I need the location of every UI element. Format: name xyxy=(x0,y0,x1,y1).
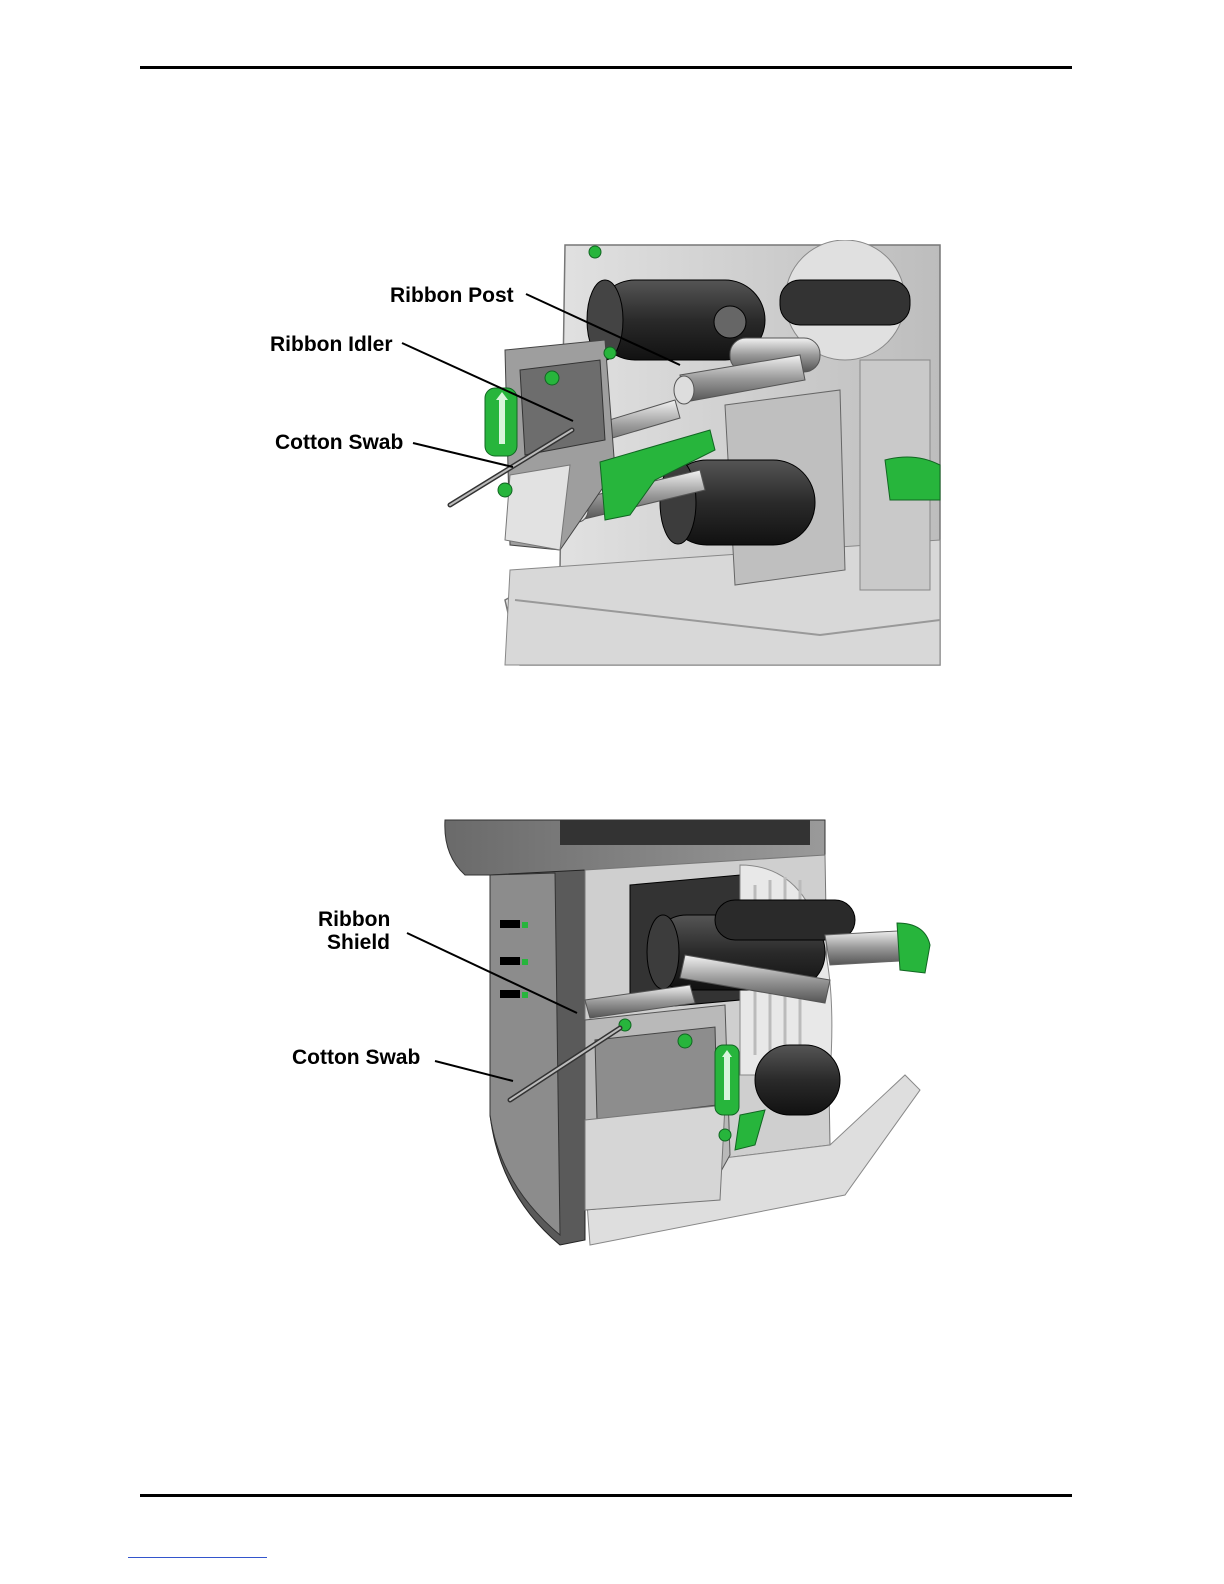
label-ribbon-post: Ribbon Post xyxy=(390,284,514,307)
printer-illustration-1: Ribbon Post Ribbon Idler Cotton Swab xyxy=(260,240,950,670)
label-cotton-swab: Cotton Swab xyxy=(275,431,403,454)
figure-ribbon-post-cleaning: Ribbon Post Ribbon Idler Cotton Swab xyxy=(260,240,950,670)
footer-rule xyxy=(140,1494,1072,1497)
header-rule xyxy=(140,66,1072,69)
label-cotton-swab-2: Cotton Swab xyxy=(292,1046,420,1069)
figure-ribbon-shield-cleaning: Ribbon Shield Cotton Swab xyxy=(285,815,955,1250)
label-ribbon-shield-line2: Shield xyxy=(327,931,390,954)
label-ribbon-idler: Ribbon Idler xyxy=(270,333,393,356)
footer-link-underline[interactable] xyxy=(128,1557,267,1558)
label-ribbon-shield-line1: Ribbon xyxy=(318,908,390,931)
printer-illustration-2: Ribbon Shield Cotton Swab xyxy=(285,815,955,1250)
